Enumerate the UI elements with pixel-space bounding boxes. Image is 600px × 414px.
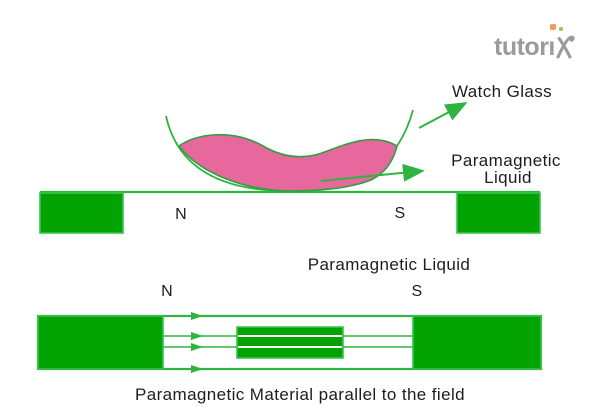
paramagnetic-liquid-label-line1: Paramagnetic: [451, 151, 561, 170]
diagram2-title: Paramagnetic Liquid: [308, 255, 471, 274]
pole-n-label: N: [175, 206, 187, 223]
paramagnetic-liquid-label-line2: Liquid: [484, 168, 532, 187]
logo-green-dot-icon: [559, 27, 563, 31]
paramagnetic-liquid-arrow-icon: [320, 163, 425, 182]
logo-wordmark: tutorı: [494, 33, 555, 61]
magnet-pole-right: [456, 192, 541, 234]
pole-s-label-2: S: [412, 283, 423, 300]
field-arrowhead-4-icon: [191, 365, 203, 373]
magnet-pole-left: [39, 192, 124, 234]
pole-s-label: S: [395, 205, 406, 222]
diagram-watch-glass-experiment: Watch Glass Paramagnetic Liquid N S: [39, 82, 561, 234]
tutorix-logo: tutorı: [494, 24, 575, 61]
pole-n-label-2: N: [161, 283, 173, 300]
diagram2-caption: Paramagnetic Material parallel to the fi…: [135, 385, 465, 404]
material-bar: [236, 326, 344, 359]
field-arrowhead-2-icon: [191, 332, 203, 340]
field-arrowhead-1-icon: [191, 312, 203, 320]
watch-glass-label: Watch Glass: [452, 82, 552, 101]
field-arrowhead-3-icon: [191, 343, 203, 351]
diagram-material-parallel-field: Paramagnetic Liquid N S Paramagnetic Mat…: [36, 255, 543, 404]
logo-x-icon: [556, 35, 575, 59]
watch-glass-arrow-icon: [418, 102, 468, 129]
magnet-pole-right-2: [412, 315, 542, 370]
paramagnetic-liquid-shape: [177, 133, 398, 192]
magnet-pole-left-2: [37, 315, 164, 370]
logo-orange-dot-icon: [550, 24, 556, 30]
